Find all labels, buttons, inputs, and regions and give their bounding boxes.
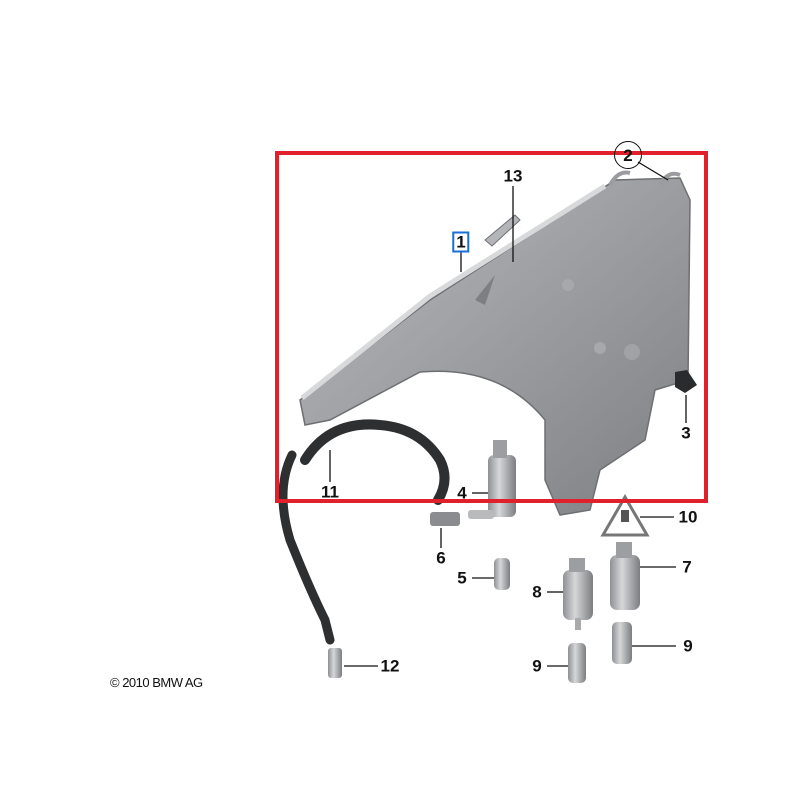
- callout-6[interactable]: 6: [436, 548, 446, 568]
- callout-8[interactable]: 8: [532, 582, 542, 602]
- connector-6-part[interactable]: [430, 512, 460, 526]
- grommet-5-part[interactable]: [494, 558, 510, 590]
- callout-1[interactable]: 1: [452, 231, 470, 253]
- warning-triangle-part[interactable]: [600, 494, 650, 537]
- pump-7-part[interactable]: [610, 542, 640, 610]
- callout-3[interactable]: 3: [681, 423, 691, 443]
- callout-11[interactable]: 11: [321, 482, 339, 502]
- callout-9b[interactable]: 9: [532, 656, 542, 676]
- hose-part[interactable]: [300, 419, 450, 505]
- pump-8-part[interactable]: [563, 558, 593, 630]
- pump-4-part[interactable]: [468, 440, 516, 519]
- sensor-part[interactable]: [675, 370, 697, 393]
- callout-9a[interactable]: 9: [683, 636, 693, 656]
- highlight-box: [275, 151, 708, 503]
- grommet-9b-part[interactable]: [568, 643, 586, 683]
- bracket-part[interactable]: [484, 214, 521, 247]
- grommet-9a-part[interactable]: [612, 622, 632, 664]
- callout-13[interactable]: 13: [503, 166, 523, 186]
- callout-5[interactable]: 5: [457, 568, 467, 588]
- hose-lower-part[interactable]: [278, 450, 335, 645]
- copyright-notice: © 2010 BMW AG: [110, 675, 203, 690]
- callout-4[interactable]: 4: [457, 483, 467, 503]
- leader-lines: [329, 161, 687, 667]
- callout-7[interactable]: 7: [682, 557, 692, 577]
- connector-12-part[interactable]: [328, 648, 342, 678]
- reservoir-part[interactable]: [299, 170, 691, 516]
- callout-2[interactable]: 2: [614, 141, 642, 169]
- callout-12[interactable]: 12: [380, 656, 400, 676]
- callout-10[interactable]: 10: [678, 507, 698, 527]
